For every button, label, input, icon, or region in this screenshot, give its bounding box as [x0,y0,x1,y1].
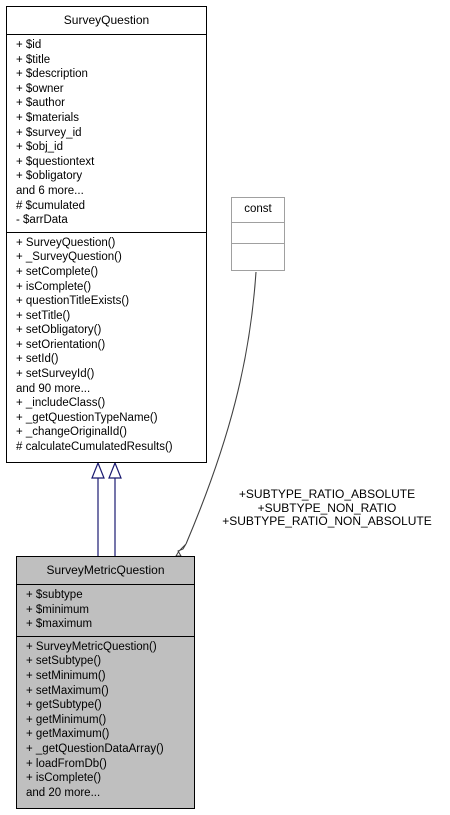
member-entry: + $author [16,97,65,110]
member-entry: + $owner [16,82,64,95]
member-entry: + setId() [16,353,59,366]
member-entry: + setObligatory() [16,324,102,337]
member-entry: and 20 more... [26,786,101,799]
member-entry: + _changeOriginalId() [16,426,127,439]
member-entry: # calculateCumulatedResults() [16,441,173,454]
member-entry: + $id [16,39,42,51]
class-name: const [232,198,284,223]
member-entry: + $minimum [26,603,89,616]
member-entry: + getMaximum() [26,728,110,741]
member-entry: + setComplete() [16,265,99,278]
method-list: + SurveyQuestion()+ _SurveyQuestion()+ s… [7,231,206,459]
member-entry: + setTitle() [16,309,71,322]
member-entry: + $description [16,68,88,81]
usage-edge-label: +SUBTYPE_RATIO_ABSOLUTE +SUBTYPE_NON_RAT… [208,487,446,529]
member-entry: + _getQuestionDataArray() [26,742,164,755]
member-entry: # $cumulated [16,199,86,212]
member-entry: + getMinimum() [26,713,107,726]
empty-method-section [232,244,284,264]
member-entry: + setSurveyId() [16,368,95,381]
class-box-survey-question[interactable]: SurveyQuestion + $id + $title + $descripti… [6,6,207,463]
attribute-list: + $id + $title + $description+ $owner + $au… [7,35,206,232]
member-entry: + $questiontext [16,155,95,168]
member-entry: and 6 more... [16,184,84,197]
member-entry: + SurveyQuestion() [16,236,116,249]
class-name: SurveyMetricQuestion [17,557,194,585]
method-list: + SurveyMetricQuestion()+ setSubtype()+ … [17,635,194,805]
member-entry: + SurveyMetricQuestion() [26,640,157,653]
member-entry: + setMaximum() [26,684,109,697]
member-entry: + $subtype [26,589,83,601]
class-box-survey-metric-question[interactable]: SurveyMetricQuestion + $subtype + $minimu… [16,556,195,809]
member-entry: + _SurveyQuestion() [16,251,122,264]
member-entry: + $materials [16,111,79,124]
member-entry: + _includeClass() [16,397,106,410]
member-entry: + $survey_id [16,126,82,139]
class-name: SurveyQuestion [7,7,206,35]
class-box-const[interactable]: const [231,197,285,271]
member-entry: + setMinimum() [26,669,106,682]
member-entry: + isComplete() [26,772,102,785]
member-entry: - $arrData [16,214,68,227]
member-entry: + isComplete() [16,280,92,293]
edge-label-line: +SUBTYPE_RATIO_ABSOLUTE [238,487,416,501]
edge-label-line: +SUBTYPE_NON_RATIO [257,500,397,515]
member-entry: + loadFromDb() [26,757,107,770]
member-entry: + $obj_id [16,141,63,154]
aggregation-diamond [175,543,187,557]
member-entry: + setSubtype() [26,655,102,668]
member-entry: and 90 more... [16,382,91,395]
edge-label-line: +SUBTYPE_RATIO_NON_ABSOLUTE [222,514,432,528]
member-entry: + _getQuestionTypeName() [16,411,158,424]
member-entry: + setOrientation() [16,338,106,351]
member-entry: + questionTitleExists() [16,295,130,308]
member-entry: + $obligatory [16,170,83,183]
inheritance-arrowhead-left [91,461,105,479]
member-entry: + $title [16,53,51,66]
usage-edge [185,271,257,545]
attribute-list: + $subtype + $minimum + $maximum [17,585,194,636]
member-entry: + $maximum [26,618,93,631]
inheritance-arrowhead-right [108,461,122,479]
member-entry: + getSubtype() [26,699,102,712]
empty-attribute-section [232,223,284,244]
